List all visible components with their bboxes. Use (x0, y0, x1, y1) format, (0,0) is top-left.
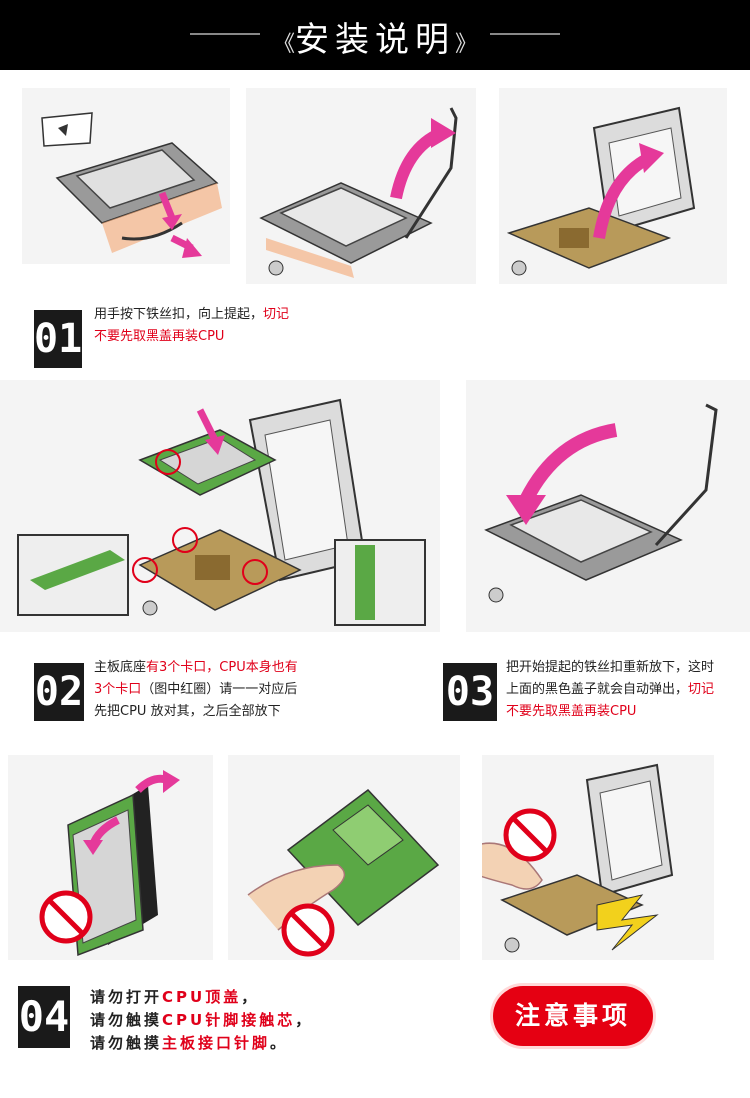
illustration-align-cpu (0, 380, 440, 632)
step-number-03: 03 (443, 663, 497, 721)
page-title: 《安装说明》 (272, 20, 478, 60)
illustration-do-not-touch-pins (228, 755, 460, 960)
illustration-do-not-touch-socket (482, 755, 714, 960)
step-02-text: 主板底座有3个卡口，CPU本身也有 3个卡口（图中红圈）请一一对应后 先把CPU… (94, 660, 298, 719)
illustration-lower-lever (466, 380, 750, 632)
illustration-lift-lever (246, 88, 476, 284)
page-header: 《安装说明》 (0, 0, 750, 70)
illustration-open-frame (499, 88, 727, 284)
step-03-text: 把开始提起的铁丝扣重新放下，这时 上面的黑色盖子就会自动弹出，切记 不要先取黑盖… (506, 660, 715, 719)
step-01-text: 用手按下铁丝扣，向上提起，切记 不要先取黑盖再装CPU (94, 307, 290, 344)
step-number-01: 01 (34, 310, 82, 368)
notice-badge: 注意事项 (493, 986, 653, 1046)
step-number-02: 02 (34, 663, 84, 721)
illustration-do-not-open-lid (8, 755, 213, 960)
header-right-rule (490, 33, 560, 35)
illustration-press-lever (22, 88, 230, 264)
step-04-text: 请勿打开CPU顶盖， 请勿触摸CPU针脚接触芯， 请勿触摸主板接口针脚。 (90, 988, 314, 1052)
step-number-04: 04 (18, 986, 70, 1048)
header-left-rule (190, 33, 260, 35)
